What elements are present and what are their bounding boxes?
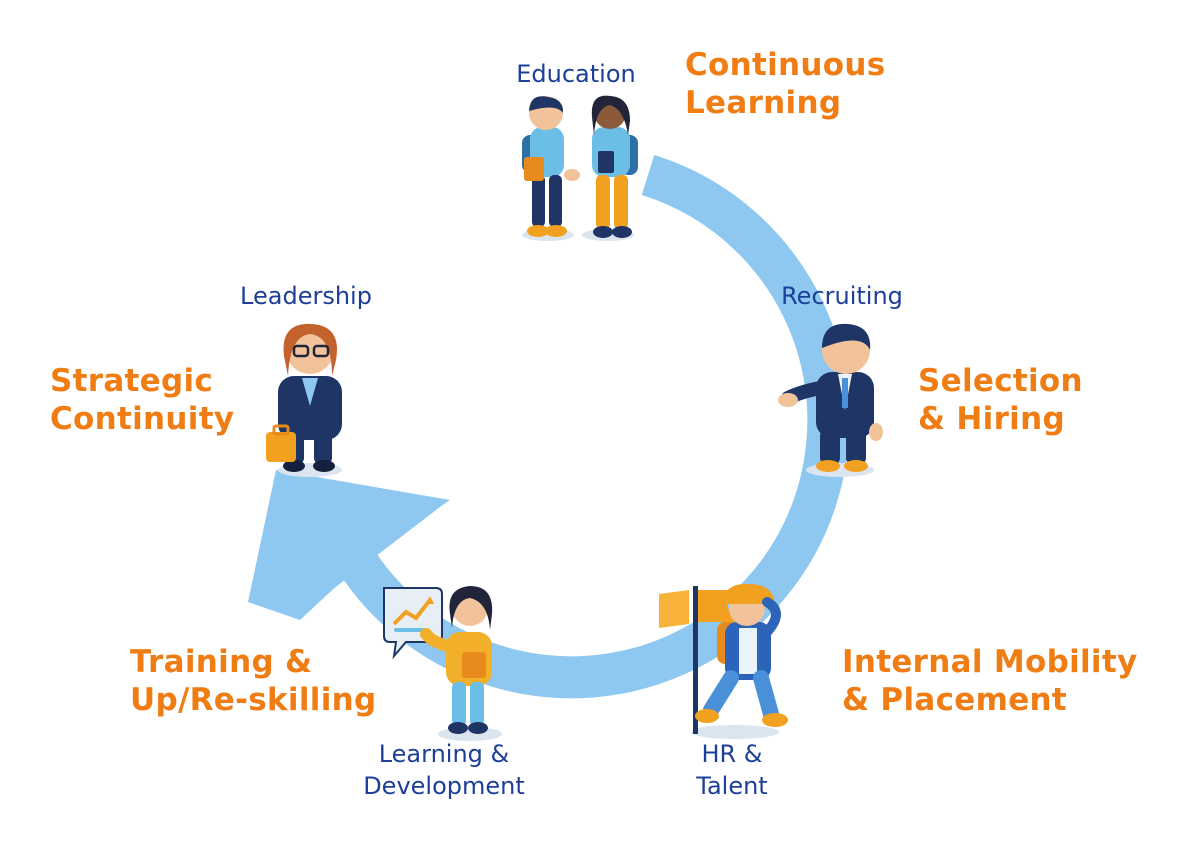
role-hr-talent: HR & Talent	[670, 738, 794, 802]
role-learning-development: Learning & Development	[340, 738, 548, 802]
stage-line: Selection	[918, 363, 1083, 399]
explorer-with-flag-icon	[659, 583, 788, 739]
stage-training: Training & Up/Re-skilling	[130, 643, 376, 719]
stage-continuous-learning: Continuous Learning	[685, 46, 886, 122]
role-education: Education	[500, 58, 652, 90]
stage-line: Up/Re-skilling	[130, 682, 377, 718]
role-line: Recruiting	[781, 282, 903, 310]
role-line: Leadership	[240, 282, 372, 310]
recruiter-icon	[778, 323, 883, 477]
students-handshake-icon	[522, 95, 638, 241]
stage-line: Continuous	[685, 47, 886, 83]
stage-internal-mobility: Internal Mobility & Placement	[842, 643, 1137, 719]
stage-strategic-continuity: Strategic Continuity	[50, 362, 234, 438]
role-line: Development	[363, 772, 525, 800]
stage-line: & Hiring	[918, 401, 1065, 437]
stage-line: & Placement	[842, 682, 1068, 718]
stage-line: Strategic	[50, 363, 214, 399]
stage-line: Training &	[130, 644, 313, 680]
role-recruiting: Recruiting	[766, 280, 918, 312]
role-line: HR &	[701, 740, 763, 768]
role-leadership: Leadership	[222, 280, 390, 312]
cycle-arrowhead-fill	[248, 470, 450, 620]
role-line: Learning &	[378, 740, 510, 768]
leader-with-briefcase-icon	[266, 323, 342, 477]
stage-line: Continuity	[50, 401, 235, 437]
role-line: Education	[516, 60, 636, 88]
teacher-with-chart-icon	[383, 586, 502, 741]
role-line: Talent	[696, 772, 768, 800]
stage-line: Learning	[685, 85, 842, 121]
stage-line: Internal Mobility	[842, 644, 1138, 680]
stage-selection-hiring: Selection & Hiring	[918, 362, 1083, 438]
